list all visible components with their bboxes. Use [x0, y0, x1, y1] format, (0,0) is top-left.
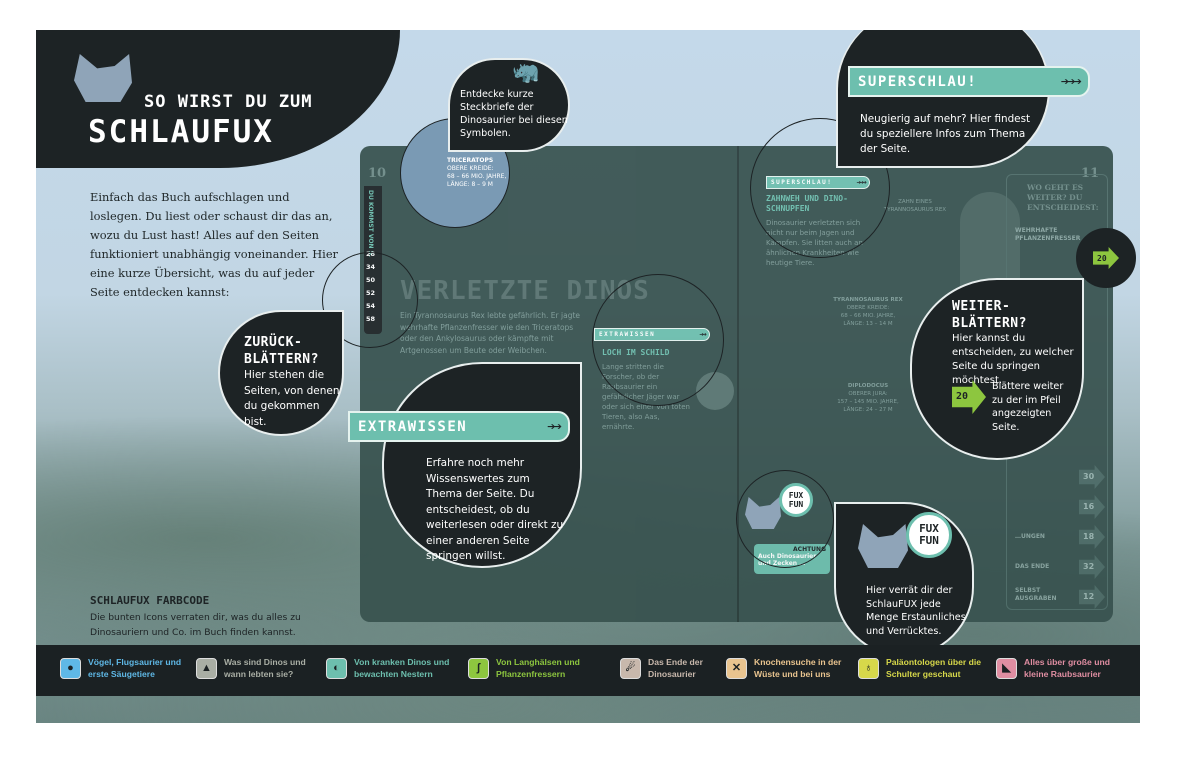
next-item-title: WEHRHAFTE PFLANZENFRESSER [1015, 227, 1081, 242]
triceratops-icon: 🦏 [512, 60, 540, 85]
left-page-number: 10 [368, 166, 387, 181]
legend-item: ♁Paläontologen über die Schulter geschau… [858, 656, 990, 680]
legend-item: ●Vögel, Flugsaurier und erste Säugetiere [60, 656, 192, 680]
fux-fun-badge-small: FUX FUN [779, 483, 813, 517]
fux-fun-lens: FUX FUN [736, 470, 834, 568]
superschlau-label-bar: SUPERSCHLAU!➔➔➔ [848, 66, 1090, 97]
colorcode-text: Die bunten Icons verraten dir, was du al… [90, 612, 301, 638]
title-line1: SO WIRST DU ZUM [144, 92, 313, 112]
next-page-arrow[interactable]: 18 [1079, 525, 1105, 549]
next-item-title: SELBST AUSGRABEN [1015, 587, 1057, 602]
back-bubble-title: ZURÜCK-BLÄTTERN? [244, 335, 319, 367]
legend-item: ✕Knochensuche in der Wüste und bei uns [726, 656, 854, 680]
next-bubble-title: WEITER-BLÄTTERN? [952, 299, 1027, 331]
next-page-arrow[interactable]: 16 [1079, 495, 1105, 519]
superschlau-lens [750, 118, 890, 258]
extrawissen-label-bar: EXTRAWISSEN➔➔ [348, 411, 570, 442]
next-page-arrow[interactable]: 32 [1079, 555, 1105, 579]
right-page-number: 11 [1080, 166, 1099, 181]
page-divider [737, 146, 739, 622]
back-bubble-text: Hier stehen die Seiten, von denen du gek… [244, 369, 340, 428]
book-intro-text: Ein Tyrannosaurus Rex lebte gefährlich. … [400, 311, 581, 355]
raptor-icon: ◣ [996, 657, 1017, 679]
fux-fun-text: Hier verrät dir der SchlauFUX jede Menge… [866, 585, 966, 637]
intro-text: Einfach das Buch aufschlagen und loslege… [90, 190, 339, 299]
next-bubble: WEITER-BLÄTTERN? Hier kannst du entschei… [910, 278, 1084, 460]
next-page-arrow[interactable]: 12 [1079, 585, 1105, 609]
where-next-heading: WO GEHT ES WEITER? DU ENTSCHEIDEST: [1027, 183, 1099, 212]
meteor-icon: ☄ [620, 657, 641, 679]
egg-icon: ◐ [326, 657, 347, 679]
next-page-arrow[interactable]: 30 [1079, 465, 1105, 489]
superschlau-bubble: Neugierig auf mehr? Hier findest du spez… [836, 30, 1050, 168]
legend-item: ☄Das Ende der Dinosaurier [620, 656, 718, 680]
next-bubble-text: Hier kannst du entscheiden, zu welcher S… [952, 333, 1074, 386]
next-item-title: …UNGEN [1015, 533, 1045, 540]
back-bubble: ZURÜCK-BLÄTTERN? Hier stehen die Seiten,… [218, 310, 344, 436]
fux-fun-badge: FUX FUN [906, 512, 952, 558]
next-page-arrow-20[interactable]: 20 [1093, 247, 1119, 269]
colorcode-legend-bar: ●Vögel, Flugsaurier und erste Säugetiere… [36, 645, 1140, 696]
microscope-icon: ♁ [858, 657, 879, 679]
steckbrief-bubble: 🦏 Entdecke kurze Steckbriefe der Dinosau… [448, 58, 570, 152]
superschlau-text: Neugierig auf mehr? Hier findest du spez… [860, 113, 1031, 155]
triceratops-icon: ▲ [196, 657, 217, 679]
extrawissen-lens [592, 274, 724, 406]
next-item-title: DAS ENDE [1015, 563, 1050, 570]
tooth-label: ZAHN EINES TYRANNOSAURUS REX [883, 199, 947, 213]
longneck-icon: ʃ [468, 657, 489, 679]
legend-item: ▲Was sind Dinos und wann lebten sie? [196, 656, 320, 680]
colorcode-title: SCHLAUFUX FARBCODE [90, 594, 210, 607]
fox-icon [745, 497, 781, 529]
skull-icons: ➔➔ [547, 418, 562, 435]
skull-icons: ➔➔➔ [1060, 73, 1082, 90]
bones-shovel-icon: ✕ [726, 657, 747, 679]
back-pages-lens [322, 252, 418, 348]
next-arrow-text: Blättere weiter zu der im Pfeil angezeig… [992, 381, 1064, 433]
next-arrow-lens: 20 [1076, 228, 1136, 288]
extrawissen-bubble: Erfahre noch mehr Wissenswertes zum Them… [382, 362, 582, 568]
back-pages-label: DU KOMMST VON S. [367, 190, 374, 258]
mammal-icon: ● [60, 657, 81, 679]
legend-item: ◐Von kranken Dinos und bewachten Nestern [326, 656, 462, 680]
legend-item: ◣Alles über große und kleine Raubsaurier [996, 656, 1128, 680]
fox-icon [858, 524, 908, 568]
page-panel: SO WIRST DU ZUM SCHLAUFUX Einfach das Bu… [36, 30, 1140, 723]
extrawissen-text: Erfahre noch mehr Wissenswertes zum Them… [426, 457, 564, 562]
page-title: SCHLAUFUX [88, 114, 274, 150]
fux-fun-bubble: FUX FUN Hier verrät dir der SchlauFUX je… [834, 502, 974, 657]
